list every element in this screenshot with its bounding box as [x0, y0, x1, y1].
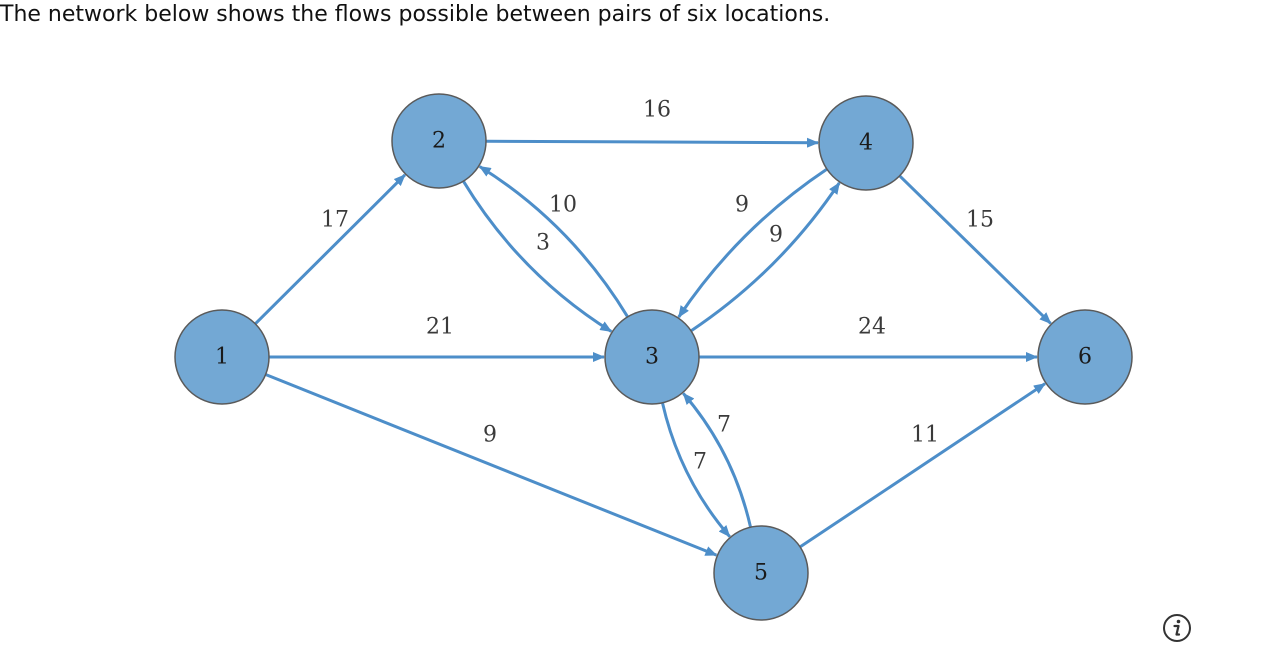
- info-button[interactable]: [1162, 613, 1192, 643]
- node-2: 2: [391, 93, 487, 189]
- node-label-4: 4: [859, 131, 873, 156]
- edge-label-4-to-3: 9: [769, 223, 783, 248]
- edge-label-3-to-2: 3: [536, 231, 550, 256]
- edge-label-2-to-3: 10: [549, 193, 577, 218]
- node-3: 3: [604, 309, 700, 405]
- edge-label-4-to-6: 15: [966, 208, 994, 233]
- node-5: 5: [713, 525, 809, 621]
- node-label-5: 5: [754, 561, 768, 586]
- edge-3-to-5: [660, 402, 731, 538]
- node-4: 4: [818, 95, 914, 191]
- info-icon: [1163, 614, 1191, 642]
- node-1: 1: [174, 309, 270, 405]
- node-label-3: 3: [645, 345, 659, 370]
- edge-label-5-to-3: 7: [693, 450, 707, 475]
- edge-2-to-4: [485, 137, 820, 148]
- edge-2-to-3: [462, 180, 613, 333]
- nodes-layer: 1 2 3 4 5 6: [174, 93, 1133, 621]
- edge-label-1-to-2: 17: [321, 208, 349, 233]
- node-label-1: 1: [215, 345, 229, 370]
- edge-4-to-6: [898, 174, 1052, 325]
- edge-3-to-2: [478, 165, 629, 318]
- node-circle-6: [1037, 309, 1133, 405]
- node-6: 6: [1037, 309, 1133, 405]
- edge-label-2-to-4: 16: [643, 98, 671, 123]
- edge-5-to-3: [682, 392, 753, 528]
- node-circle-1: [174, 309, 270, 405]
- edge-4-to-3: [677, 167, 828, 318]
- edge-label-3-to-4: 9: [735, 193, 749, 218]
- edge-label-1-to-3: 21: [426, 315, 454, 340]
- node-circle-4: [818, 95, 914, 191]
- edge-label-3-to-6: 24: [858, 315, 886, 340]
- node-circle-5: [713, 525, 809, 621]
- node-circle-3: [604, 309, 700, 405]
- edge-3-to-4: [690, 182, 841, 333]
- edge-label-3-to-5: 7: [717, 413, 731, 438]
- problem-statement: The network below shows the flows possib…: [0, 2, 831, 27]
- edge-label-1-to-5: 9: [483, 423, 497, 448]
- node-label-6: 6: [1078, 345, 1092, 370]
- node-label-2: 2: [432, 129, 446, 154]
- edges-layer: [254, 137, 1052, 557]
- edge-1-to-5: [265, 373, 718, 557]
- edge-1-to-2: [254, 173, 407, 325]
- edge-5-to-6: [799, 382, 1046, 549]
- node-circle-2: [391, 93, 487, 189]
- edge-label-5-to-6: 11: [911, 423, 939, 448]
